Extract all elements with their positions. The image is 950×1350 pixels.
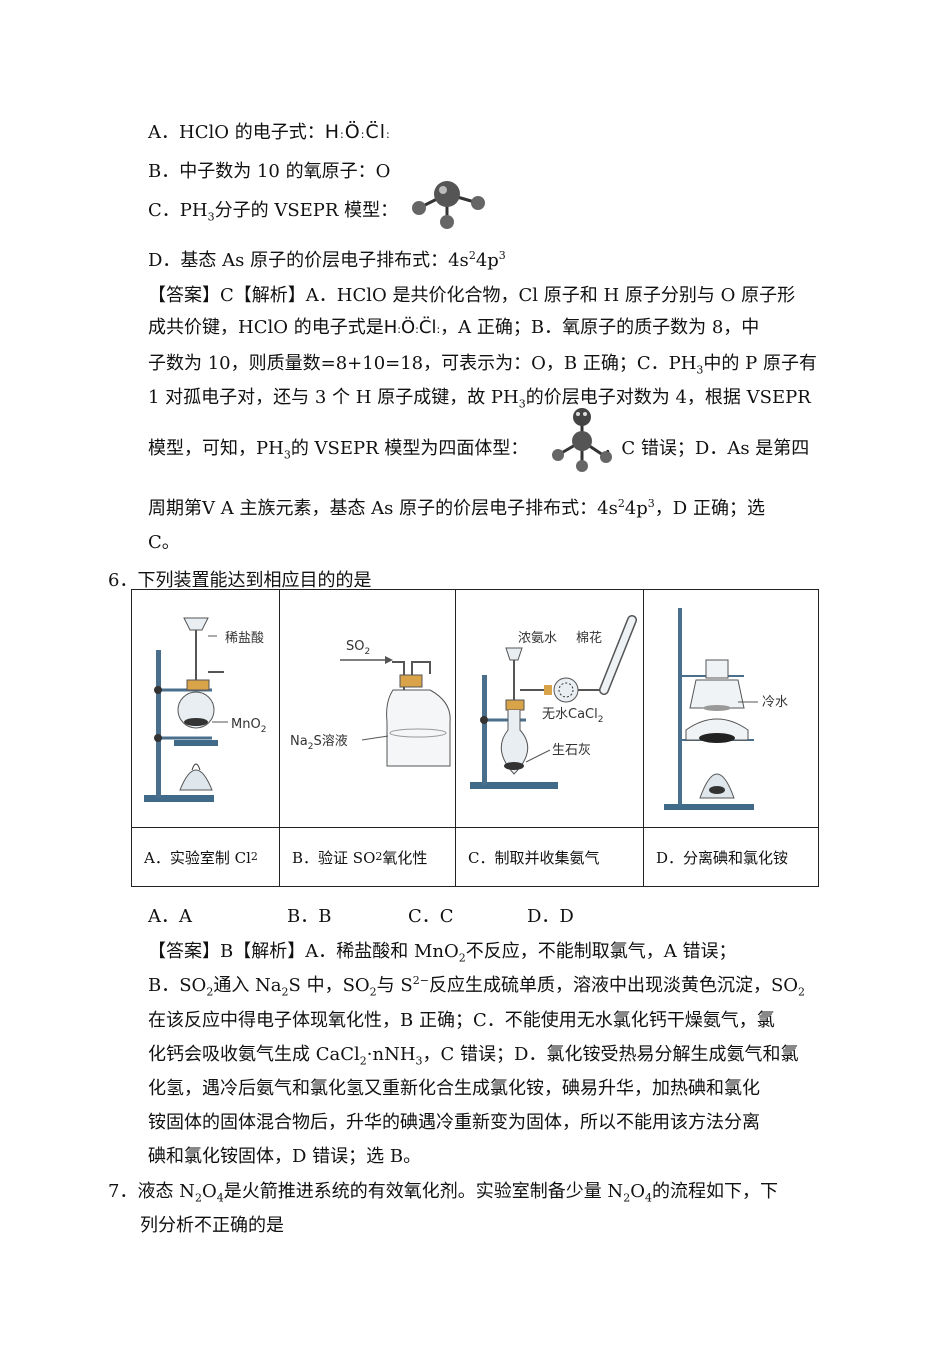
option-c: C．PH3分子的 VSEPR 模型：	[148, 200, 399, 224]
apparatus-table: 稀盐酸 MnO2 SO2 Na2S溶液 浓氨水	[131, 589, 819, 887]
svg-text:冷水: 冷水	[762, 695, 788, 710]
answer5-line3: 子数为 10，则质量数=8+10=18，可表示为：O，B 正确；C．PH3中的 …	[148, 353, 817, 377]
answer5-line2: 成共价键，HClO 的电子式是H:Ö:C̈l:，A 正确；B．氧原子的质子数为 …	[148, 317, 760, 338]
answer6-line6: 铵固体的固体混合物后，升华的碘遇冷重新变为固体，所以不能用该方法分离	[148, 1112, 760, 1133]
answer6-line3: 在该反应中得电子体现氧化性，B 正确；C．不能使用无水氯化钙干燥氨气，氯	[148, 1010, 775, 1031]
choice-c: C．C	[408, 906, 454, 927]
apparatus-b: SO2 Na2S溶液	[280, 590, 456, 827]
answer6-line5: 化氢，遇冷后氨气和氯化氢又重新化合生成氯化铵，碘易升华，加热碘和氯化	[148, 1078, 760, 1099]
option-d: D．基态 As 原子的价层电子排布式：4s24p3	[148, 249, 506, 271]
apparatus-d: 冷水	[644, 590, 819, 827]
svg-text:棉花: 棉花	[576, 630, 602, 646]
answer6-line1: 【答案】B【解析】A．稀盐酸和 MnO2不反应，不能制取氯气，A 错误；	[148, 941, 737, 965]
answer6-line4: 化钙会吸收氨气生成 CaCl2·nNH3，C 错误；D．氯化铵受热易分解生成氨气…	[148, 1044, 799, 1068]
svg-text:生石灰: 生石灰	[552, 743, 591, 758]
svg-text:稀盐酸: 稀盐酸	[225, 631, 264, 646]
answer6-line7: 碘和氯化铵固体，D 错误；选 B。	[148, 1146, 422, 1167]
choice-d: D．D	[527, 906, 574, 927]
answer6-line2: B．SO2通入 Na2S 中，SO2与 S2−反应生成硫单质，溶液中出现淡黄色沉…	[148, 974, 806, 999]
apparatus-a: 稀盐酸 MnO2	[132, 590, 280, 827]
hclo-electron-formula: H:Ö:C̈l:	[324, 121, 391, 143]
option-b: B．中子数为 10 的氧原子：O	[148, 161, 391, 182]
question6-stem: 6．下列装置能达到相应目的的是	[108, 570, 372, 591]
svg-text:Na2S溶液: Na2S溶液	[290, 734, 348, 752]
caption-c: C．制取并收集氨气	[456, 827, 644, 886]
option-a: A．HClO 的电子式：H:Ö:C̈l:	[148, 121, 391, 143]
svg-text:SO2: SO2	[346, 639, 370, 657]
answer5-line4: 1 对孤电子对，还与 3 个 H 原子成键，故 PH3的价层电子对数为 4，根据…	[148, 387, 811, 411]
choice-b: B．B	[287, 906, 332, 927]
svg-text:浓氨水: 浓氨水	[518, 631, 557, 646]
svg-text:无水CaCl2: 无水CaCl2	[542, 707, 603, 725]
question7-line1: 7．液态 N2O4是火箭推进系统的有效氧化剂。实验室制备少量 N2O4的流程如下…	[108, 1181, 778, 1205]
answer5-line1: 【答案】C【解析】A．HClO 是共价化合物，Cl 原子和 H 原子分别与 O …	[148, 285, 796, 306]
answer5-line6: 周期第Ⅴ A 主族元素，基态 As 原子的价层电子排布式：4s24p3，D 正确…	[148, 497, 765, 519]
ph3-trigonal-model-image	[412, 181, 485, 229]
apparatus-c: 浓氨水 棉花 无水CaCl2 生石灰	[456, 590, 644, 827]
svg-text:MnO2: MnO2	[231, 717, 266, 735]
question7-line2: 列分析不正确的是	[140, 1215, 284, 1236]
answer5-line7: C。	[148, 532, 180, 553]
choice-a: A．A	[148, 906, 192, 927]
answer5-line5: 模型，可知，PH3的 VSEPR 模型为四面体型：，C 错误；D．As 是第四	[148, 438, 810, 462]
caption-d: D．分离碘和氯化铵	[644, 827, 819, 886]
ph3-tetrahedral-model-image	[552, 408, 612, 472]
